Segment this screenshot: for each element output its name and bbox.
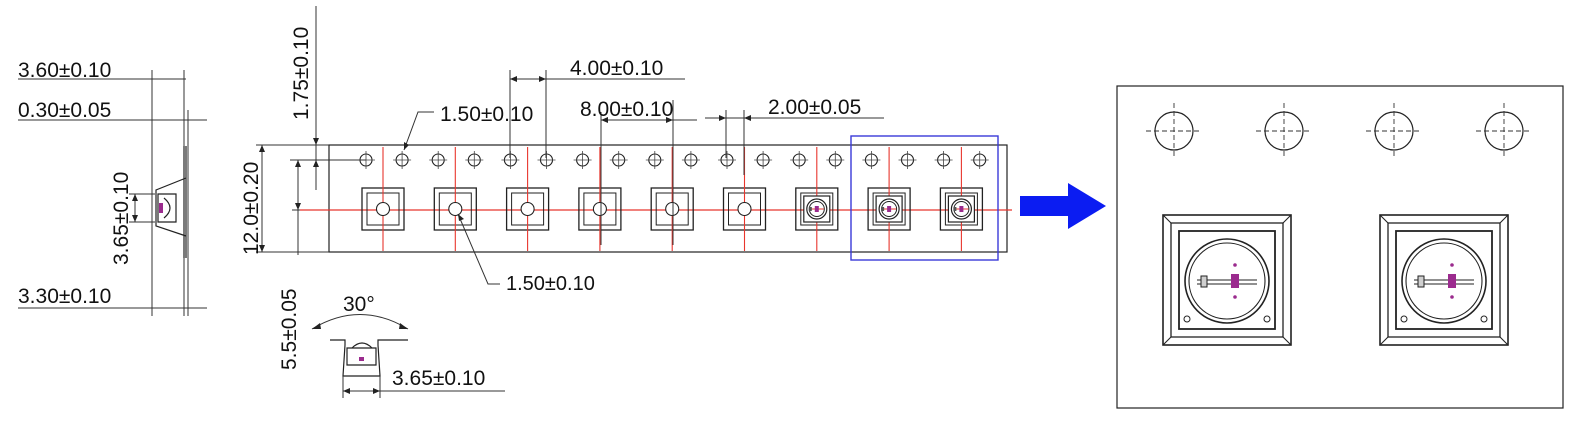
- sprocket-hole: [718, 151, 736, 169]
- sprocket-hole: [754, 151, 773, 169]
- pocket-empty: [650, 147, 694, 251]
- pocket-empty: [722, 147, 767, 251]
- right-arrow-icon: [1020, 183, 1106, 229]
- sprocket-hole: [826, 151, 845, 169]
- dim-tape-width: 12.0±0.20: [240, 162, 263, 255]
- pocket-with-led: [867, 147, 911, 251]
- leader-pocket-hole: [457, 213, 500, 285]
- dim-bottom-width: 3.30±0.10: [18, 285, 111, 308]
- sprocket-hole: [934, 151, 953, 169]
- zoom-sprocket-hole: [1366, 103, 1422, 159]
- led-die-detail: [359, 357, 364, 361]
- dim-top-width: 3.60±0.10: [18, 59, 111, 82]
- dim-wall: 0.30±0.05: [18, 99, 111, 122]
- pocket-with-led: [795, 147, 839, 251]
- dim-hole-pitch: 4.00±0.10: [570, 57, 663, 80]
- dim-cavity-depth: 3.65±0.10: [110, 172, 133, 265]
- tape-profile: [183, 146, 187, 258]
- dim-cavity-width: 3.65±0.10: [392, 367, 485, 390]
- sprocket-hole: [898, 151, 917, 169]
- pocket-with-led: [939, 147, 984, 251]
- zoom-pocket-with-led: [1379, 214, 1509, 346]
- led-die-side: [159, 203, 163, 213]
- cavity-profile: [155, 177, 187, 237]
- zoom-pocket-with-led: [1162, 214, 1292, 346]
- pocket-empty: [578, 147, 622, 251]
- sprocket-hole: [573, 151, 592, 169]
- zoom-sprocket-hole: [1256, 103, 1312, 159]
- dim-sprocket-to-pocket: 5.5±0.05: [278, 288, 301, 370]
- dim-pocket-pitch: 8.00±0.10: [580, 98, 673, 121]
- cavity-detail-view: 30° 3.65±0.10: [311, 293, 505, 398]
- sprocket-hole: [645, 151, 664, 169]
- angle-arc: [311, 314, 409, 330]
- pocket-empty: [361, 147, 405, 251]
- pocket-empty: [433, 147, 477, 251]
- tape-body: [328, 144, 1008, 253]
- dim-hole-to-pocket: 2.00±0.05: [768, 96, 861, 119]
- sprocket-hole: [970, 151, 989, 169]
- left-side-view: 3.60±0.10 0.30±0.05 3.65±0.10 3.30±0.10: [18, 59, 207, 316]
- leader-hole-dia: [403, 111, 434, 151]
- sprocket-hole: [429, 151, 448, 169]
- zoom-sprocket-hole: [1476, 103, 1532, 159]
- sprocket-hole: [862, 151, 881, 169]
- sprocket-hole: [465, 151, 484, 169]
- sprocket-hole: [609, 151, 628, 169]
- sprocket-hole: [393, 151, 412, 169]
- dim-pocket-hole-dia: 1.50±0.10: [506, 273, 595, 295]
- tape-view: 12.0±0.20 5.5±0.05 1.75±0.10 1.50±0.10 4…: [240, 6, 1012, 370]
- sprocket-hole: [681, 151, 700, 169]
- sprocket-holes: [357, 151, 989, 169]
- sprocket-hole: [790, 151, 809, 169]
- zoom-frame: [1116, 85, 1564, 409]
- dim-angle: 30°: [343, 293, 375, 316]
- highlight-box: [850, 135, 999, 261]
- pockets: [361, 147, 984, 251]
- zoom-sprocket-hole: [1146, 103, 1202, 159]
- zoom-pockets: [1162, 214, 1509, 346]
- cavity-section: [330, 339, 408, 377]
- dim-hole-dia: 1.50±0.10: [440, 103, 533, 126]
- dim-hole-edge: 1.75±0.10: [290, 27, 313, 120]
- zoom-view: [1116, 85, 1564, 409]
- zoom-sprocket-holes: [1146, 103, 1532, 159]
- pocket-empty: [505, 147, 550, 251]
